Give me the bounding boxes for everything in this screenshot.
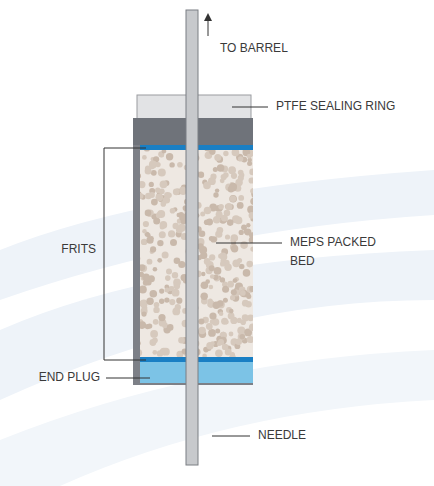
leader-line — [106, 378, 150, 379]
leader-line — [232, 107, 268, 108]
part-label: END PLUG — [39, 368, 100, 387]
arrow-head — [204, 13, 212, 21]
part-label: FRITS — [61, 240, 96, 259]
needle — [186, 10, 198, 465]
part-label: PTFE SEALING RING — [276, 97, 395, 116]
direction-label: TO BARREL — [220, 39, 288, 58]
leader-line — [216, 243, 282, 244]
part-label: NEEDLE — [258, 426, 306, 445]
leader-line — [212, 436, 250, 437]
bracket — [104, 148, 146, 360]
arrow-line — [208, 19, 209, 36]
part-label: MEPS PACKED BED — [290, 233, 390, 271]
background-swoosh — [0, 350, 434, 486]
